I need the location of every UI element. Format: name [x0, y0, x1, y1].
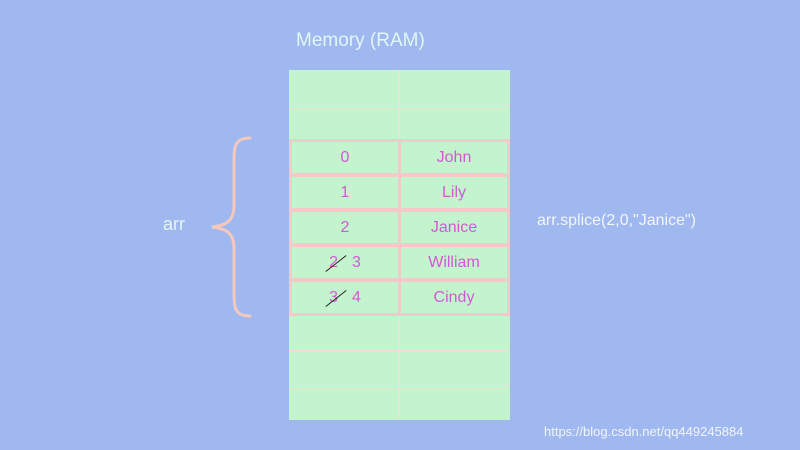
code-snippet: arr.splice(2,0,"Janice")	[537, 212, 696, 229]
watermark: https://blog.csdn.net/qq449245884	[544, 424, 744, 439]
element-value: Lily	[441, 183, 466, 201]
diagram-title: Memory (RAM)	[296, 30, 425, 51]
index-value: 4	[352, 288, 361, 306]
element-value: Cindy	[433, 288, 475, 306]
index-value: 2	[340, 218, 350, 236]
index-cell-2: 2	[289, 209, 401, 246]
index-value: 1	[340, 183, 350, 201]
index-cell-4: 3 4	[289, 279, 401, 316]
element-value: John	[436, 148, 472, 166]
index-cell-0: 0	[289, 139, 401, 176]
value-cell-0: John	[398, 139, 510, 176]
value-cell-1: Lily	[398, 174, 510, 211]
element-value: Janice	[430, 218, 478, 236]
memory-block: 0 John 1 Lily 2 Janice 2 3 William 3 4 C…	[289, 70, 510, 420]
index-value: 3	[352, 253, 361, 271]
old-index-value: 2	[329, 253, 338, 271]
element-value: William	[428, 253, 480, 271]
value-cell-4: Cindy	[398, 279, 510, 316]
index-cell-1: 1	[289, 174, 401, 211]
index-value: 0	[340, 148, 350, 166]
old-index: 2	[325, 253, 347, 272]
old-index-value: 3	[329, 288, 338, 306]
value-cell-3: William	[398, 244, 510, 281]
index-cell-3: 2 3	[289, 244, 401, 281]
value-cell-2: Janice	[398, 209, 510, 246]
old-index: 3	[325, 288, 347, 307]
variable-label: arr	[163, 214, 185, 234]
curly-brace-icon	[211, 136, 252, 318]
